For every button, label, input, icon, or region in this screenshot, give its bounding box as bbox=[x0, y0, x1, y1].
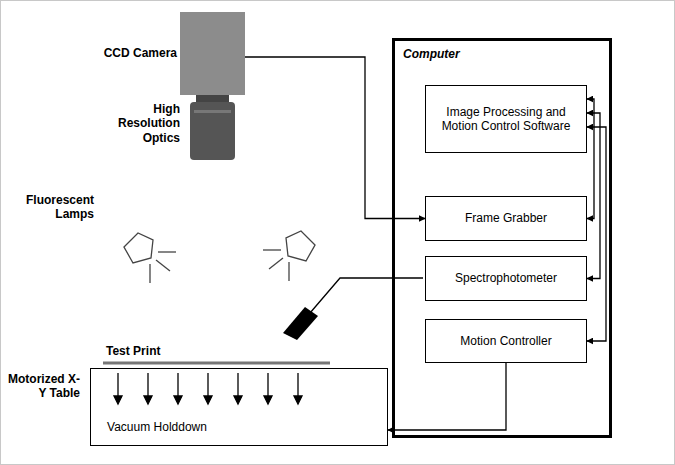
connector-arrow bbox=[587, 113, 600, 279]
lamp-icon bbox=[263, 231, 315, 281]
ccd-camera-shape bbox=[180, 12, 245, 95]
connector-arrow bbox=[587, 99, 594, 219]
spectrophotometer-box-text: Spectrophotometer bbox=[441, 271, 571, 285]
spectro-probe bbox=[283, 307, 318, 340]
xy-table-shape bbox=[90, 368, 388, 446]
optics-label: High Resolution Optics bbox=[100, 102, 180, 145]
xy-table: Motorized X-Y TableVacuum Holddown bbox=[8, 368, 388, 446]
connector-arrow bbox=[388, 363, 506, 430]
vacuum-arrow bbox=[114, 373, 302, 404]
test-print-sheet bbox=[103, 362, 330, 365]
frame-grabber-box-text: Frame Grabber bbox=[451, 211, 561, 225]
xy-table-text: Vacuum Holddown bbox=[8, 420, 306, 434]
connector-arrow bbox=[587, 127, 606, 341]
test-print-label: Test Print bbox=[106, 344, 160, 358]
motion-controller-box: Motion Controller bbox=[425, 319, 587, 363]
xy-table-text: Motorized X-Y Table bbox=[8, 372, 80, 401]
ccd-camera: CCD Camera bbox=[100, 12, 245, 95]
lamp-icon bbox=[124, 233, 176, 283]
software-box: Image Processing and Motion Control Soft… bbox=[425, 85, 587, 153]
spectrophotometer-box: Spectrophotometer bbox=[425, 256, 587, 301]
motion-controller-box-text: Motion Controller bbox=[446, 334, 565, 348]
probe-cable bbox=[310, 278, 423, 313]
connector-arrow bbox=[245, 57, 425, 219]
computer-box-text: Computer bbox=[403, 47, 460, 61]
computer-box: Image Processing and Motion Control Soft… bbox=[392, 38, 612, 438]
optics-lens bbox=[190, 95, 235, 160]
lamps-label: Fluorescent Lamps bbox=[12, 193, 94, 222]
software-box-text: Image Processing and Motion Control Soft… bbox=[426, 105, 586, 134]
ccd-camera-text: CCD Camera bbox=[100, 46, 177, 60]
frame-grabber-box: Frame Grabber bbox=[425, 196, 587, 241]
